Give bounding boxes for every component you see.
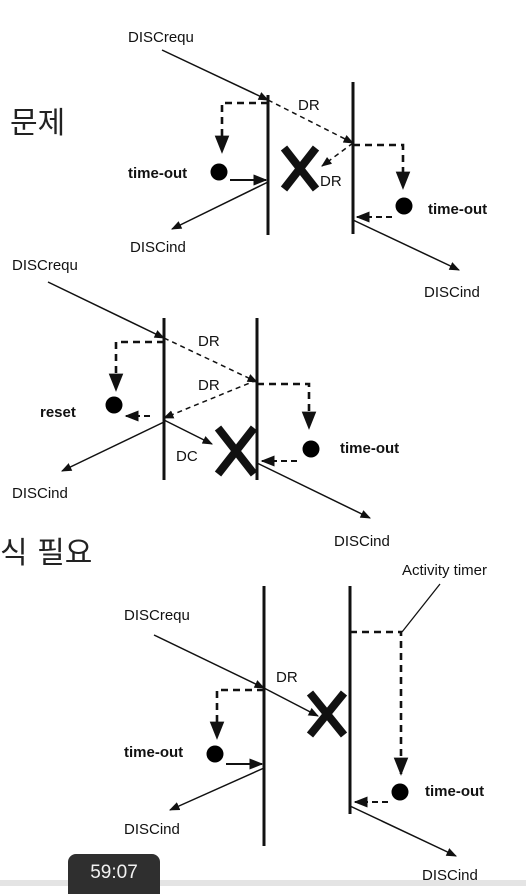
dr-second-arrow [163,379,258,419]
video-timestamp-badge: 59:07 [68,854,160,894]
timer-clock-icon [391,783,409,801]
right-timeout-label-2: time-out [340,440,399,457]
timer-clock-icon [105,396,123,414]
left-timeout-label-1: time-out [128,165,187,182]
right-indication-arrow-2 [256,462,371,519]
dr-first-arrow [163,337,258,383]
left-indication-label-2: DISCind [12,485,68,502]
timer-clock-icon [395,197,413,215]
dc-arrow [163,419,213,445]
lost-message-cross-icon [306,690,348,738]
right-indication-label-1: DISCind [424,284,480,301]
bottom-divider [0,880,526,886]
left-timer-start-arrow-3 [209,688,264,740]
dr-back-arrow-1 [321,142,354,167]
reset-label: reset [40,404,76,421]
disc-request-label-1: DISCrequ [128,29,194,46]
scenario-1: DISCrequ DR DR time-out DISCind time-out… [128,29,487,301]
left-indication-arrow-3 [169,767,265,811]
scenario-2: DISCrequ DR DR reset DC DISCind time-out… [12,257,399,550]
dr-label-3: DR [276,669,298,686]
right-indication-label-2: DISCind [334,533,390,550]
right-indication-arrow-1 [352,219,460,271]
left-indication-label-1: DISCind [130,239,186,256]
scenario-3: Activity timer DISCrequ DR time-out DISC… [124,562,487,884]
left-timer-start-arrow-2 [108,340,164,392]
right-timer-start-arrow-3 [350,630,409,776]
disc-request-arrow-2 [47,281,165,339]
dr-back-label-1: DR [320,173,342,190]
activity-timer-pointer [401,583,441,633]
left-indication-label-3: DISCind [124,821,180,838]
disc-request-label-2: DISCrequ [12,257,78,274]
dr-first-label: DR [198,333,220,350]
right-timer-start-arrow-2 [257,382,317,430]
disc-request-arrow-3 [153,634,265,689]
timer-clock-icon [210,163,228,181]
right-indication-label-3: DISCind [422,867,478,884]
left-indication-arrow-1 [171,181,269,230]
dr-arrow-3 [263,687,319,717]
heading-fragment-bottom: 식 필요 [0,536,92,571]
right-timeout-label-1: time-out [428,201,487,218]
right-indication-arrow-3 [349,805,457,857]
heading-fragment-top: 문제 [10,106,65,141]
right-timeout-label-3: time-out [425,783,484,800]
timer-clock-icon [206,745,224,763]
left-timeout-label-3: time-out [124,744,183,761]
activity-timer-label: Activity timer [402,562,487,579]
disc-request-label-3: DISCrequ [124,607,190,624]
lost-message-cross-icon [280,145,320,192]
timer-clock-icon [302,440,320,458]
dr-forward-label-1: DR [298,97,320,114]
left-timer-start-arrow-1 [214,101,268,154]
dc-label: DC [176,448,198,465]
dr-forward-arrow-1 [267,99,354,144]
left-indication-arrow-2 [61,421,165,472]
disc-request-arrow-1 [161,49,269,101]
right-timer-start-arrow-1 [353,143,411,190]
dr-second-label: DR [198,377,220,394]
lost-message-cross-icon [214,425,258,477]
